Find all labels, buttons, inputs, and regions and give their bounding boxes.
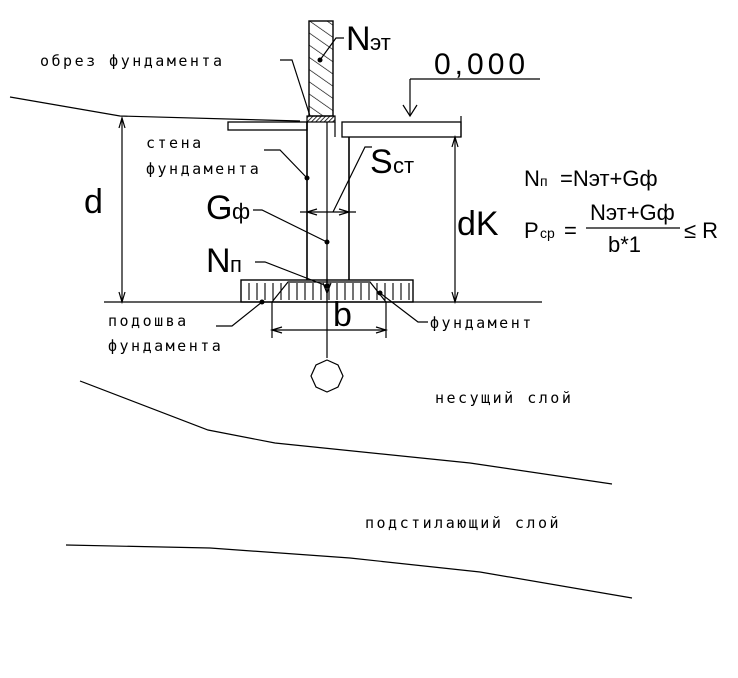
- floor-slab-left: [227, 121, 308, 131]
- fundament-leader: [379, 292, 428, 323]
- b-symbol: b: [333, 296, 352, 334]
- formula1-lhs: N: [524, 166, 540, 191]
- formula2-lhs: P: [524, 218, 539, 243]
- b-arrow-right: [375, 326, 389, 334]
- formula2-eq: =: [564, 218, 577, 243]
- dk-arrow-top: [451, 134, 459, 148]
- stena-label-line2: фундамента: [146, 160, 261, 178]
- gf-leader: [253, 209, 328, 243]
- podoshva-label-line2: фундамента: [108, 337, 223, 355]
- formula1-lhs-sub: п: [540, 173, 548, 189]
- b-arrow-left: [269, 326, 283, 334]
- n-et-subscript: эт: [370, 30, 391, 55]
- ground-surface-line: [9, 96, 301, 122]
- podoshva-label-line1: подошва: [108, 312, 189, 330]
- g-f-symbol: G: [206, 189, 232, 227]
- sct-arrow-left: [304, 208, 318, 216]
- dk-symbol: dK: [457, 205, 499, 243]
- formula2-lhs-sub: ср: [540, 225, 555, 241]
- formula2-compare: ≤ R: [684, 218, 718, 243]
- n-p-symbol: N: [206, 242, 231, 280]
- sct-leader: [332, 146, 372, 213]
- stena-leader: [264, 149, 308, 179]
- fundament-label: фундамент: [430, 314, 534, 332]
- formula1-rhs: =Nэт+Gф: [560, 166, 658, 191]
- stena-label-line1: стена: [146, 134, 204, 152]
- np-arrow-head: [322, 282, 332, 295]
- g-f-subscript: ф: [232, 199, 250, 224]
- load-marker-circle: [310, 359, 344, 393]
- podoshva-leader: [216, 301, 263, 327]
- underlying-layer-top-line: [65, 544, 633, 599]
- net-leader: [319, 37, 344, 61]
- podstilayushchiy-label: подстилающий слой: [365, 514, 561, 532]
- nesushchiy-label: несущий слой: [435, 389, 573, 407]
- formula2-numerator: Nэт+Gф: [590, 200, 675, 225]
- sct-arrow-right: [338, 208, 352, 216]
- np-leader: [255, 261, 328, 287]
- foundation-pad-hatch: [248, 283, 410, 300]
- s-st-symbol: S: [370, 143, 393, 181]
- d-arrow-bottom: [118, 291, 126, 305]
- upper-wall: [308, 20, 334, 117]
- dk-arrow-bottom: [451, 291, 459, 305]
- level-label: 0,000: [434, 48, 529, 81]
- n-p-subscript: п: [230, 252, 242, 277]
- s-st-subscript: ст: [393, 153, 414, 178]
- bearing-layer-top-line: [79, 380, 613, 485]
- floor-slab-right: [341, 121, 462, 138]
- foundation-top-marker: [306, 115, 336, 123]
- d-symbol: d: [84, 183, 103, 221]
- formula2-denominator: b*1: [608, 232, 641, 257]
- obrez-label: обрез фундамента: [40, 52, 225, 70]
- d-arrow-top: [118, 115, 126, 129]
- obrez-leader: [280, 59, 311, 117]
- n-et-symbol: N: [346, 20, 371, 58]
- level-mark-head: [402, 104, 418, 118]
